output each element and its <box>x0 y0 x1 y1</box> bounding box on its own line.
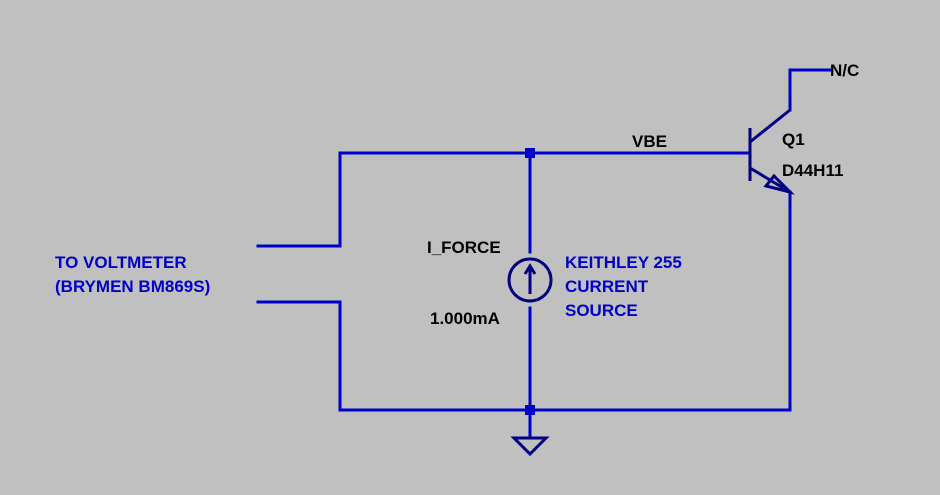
voltmeter-lead-top[interactable] <box>256 151 750 248</box>
transistor-model-label: D44H11 <box>782 161 843 180</box>
net-label-nc: N/C <box>830 61 859 80</box>
source-ref-label: I_FORCE <box>427 238 501 257</box>
junction-top[interactable] <box>525 148 535 158</box>
npn-transistor-icon[interactable] <box>748 108 795 195</box>
transistor-ref-label: Q1 <box>782 130 805 149</box>
wires <box>256 68 832 440</box>
net-label-vbe: VBE <box>632 132 667 151</box>
voltmeter-note-line2: (BRYMEN BM869S) <box>55 277 210 296</box>
current-source-icon[interactable] <box>507 257 553 303</box>
collector-wire[interactable] <box>788 68 832 112</box>
source-note-line1: KEITHLEY 255 <box>565 253 682 272</box>
source-value-label: 1.000mA <box>430 309 500 328</box>
source-note-line3: SOURCE <box>565 301 638 320</box>
source-note-line2: CURRENT <box>565 277 649 296</box>
voltmeter-note-line1: TO VOLTMETER <box>55 253 187 272</box>
ground-icon[interactable] <box>510 436 550 457</box>
voltmeter-lead-bottom[interactable] <box>256 190 792 412</box>
junction-bottom[interactable] <box>525 405 535 415</box>
